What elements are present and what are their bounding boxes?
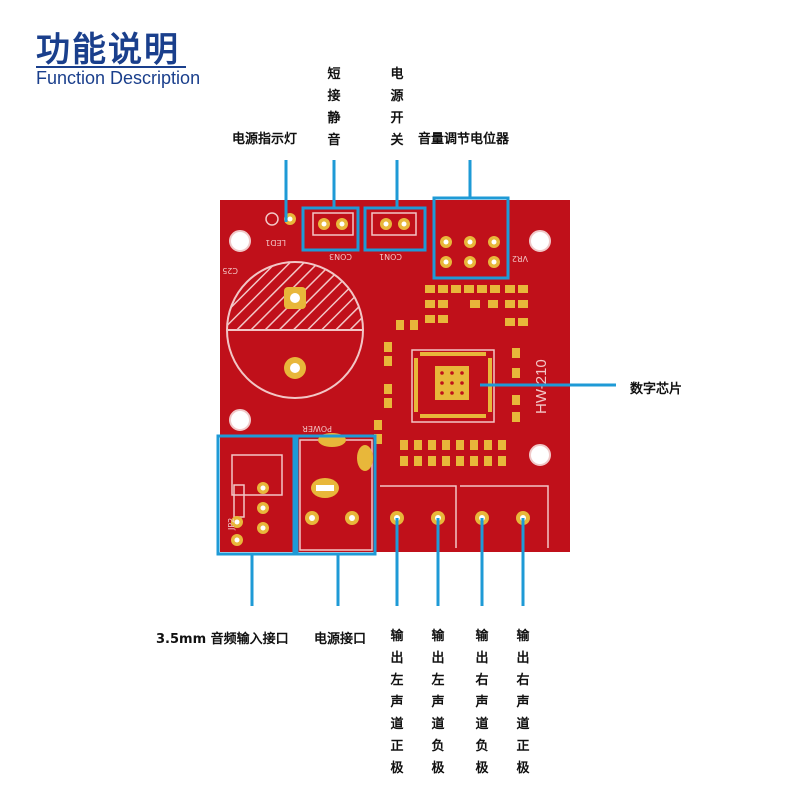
silk-con1: CON1 <box>379 252 402 261</box>
label-out-r-pos: 输出右声道正极 <box>516 629 530 776</box>
pcb-board <box>220 200 570 552</box>
callout-box-con3 <box>301 206 360 252</box>
label-power-switch: 电源开关 <box>390 67 404 148</box>
vr2-footprint: VR2 <box>440 236 528 268</box>
silk-model: HW-210 <box>533 359 550 414</box>
label-led: 电源指示灯 <box>232 132 298 147</box>
mounting-holes <box>229 230 551 466</box>
con1-header: CON1 <box>371 212 417 261</box>
title-underline <box>36 66 186 68</box>
capacitor-footprint <box>226 261 364 399</box>
audio-jack-footprint: JP2 <box>227 454 283 546</box>
callout-box-con1 <box>363 206 427 252</box>
silk-c25: C25 <box>222 266 238 275</box>
callout-box-audio-in <box>216 434 296 556</box>
label-power-in: 电源接口 <box>314 632 367 647</box>
silk-vr2: VR2 <box>512 254 528 263</box>
silk-led1: LED1 <box>265 238 286 247</box>
silk-jp2: JP2 <box>227 518 236 531</box>
silk-con3: CON3 <box>329 252 352 261</box>
label-out-r-neg: 输出右声道负极 <box>475 629 489 776</box>
label-dsp-chip: 数字芯片 <box>630 382 683 397</box>
leader-lines <box>250 160 616 606</box>
silk-power: POWER <box>302 424 332 433</box>
title-chinese: 功能说明 <box>36 30 180 70</box>
callout-box-power-in <box>295 434 377 556</box>
label-short-mute: 短接静音 <box>327 67 341 148</box>
con3-header: CON3 <box>312 212 354 261</box>
label-audio-in: 3.5mm 音频输入接口 <box>156 632 289 647</box>
title-english: Function Description <box>36 68 201 88</box>
label-out-l-neg: 输出左声道负极 <box>431 629 445 776</box>
label-volume-pot: 音量调节电位器 <box>418 132 510 147</box>
callout-boxes <box>216 196 510 556</box>
label-out-l-pos: 输出左声道正极 <box>390 629 404 776</box>
smd-components <box>374 285 528 466</box>
